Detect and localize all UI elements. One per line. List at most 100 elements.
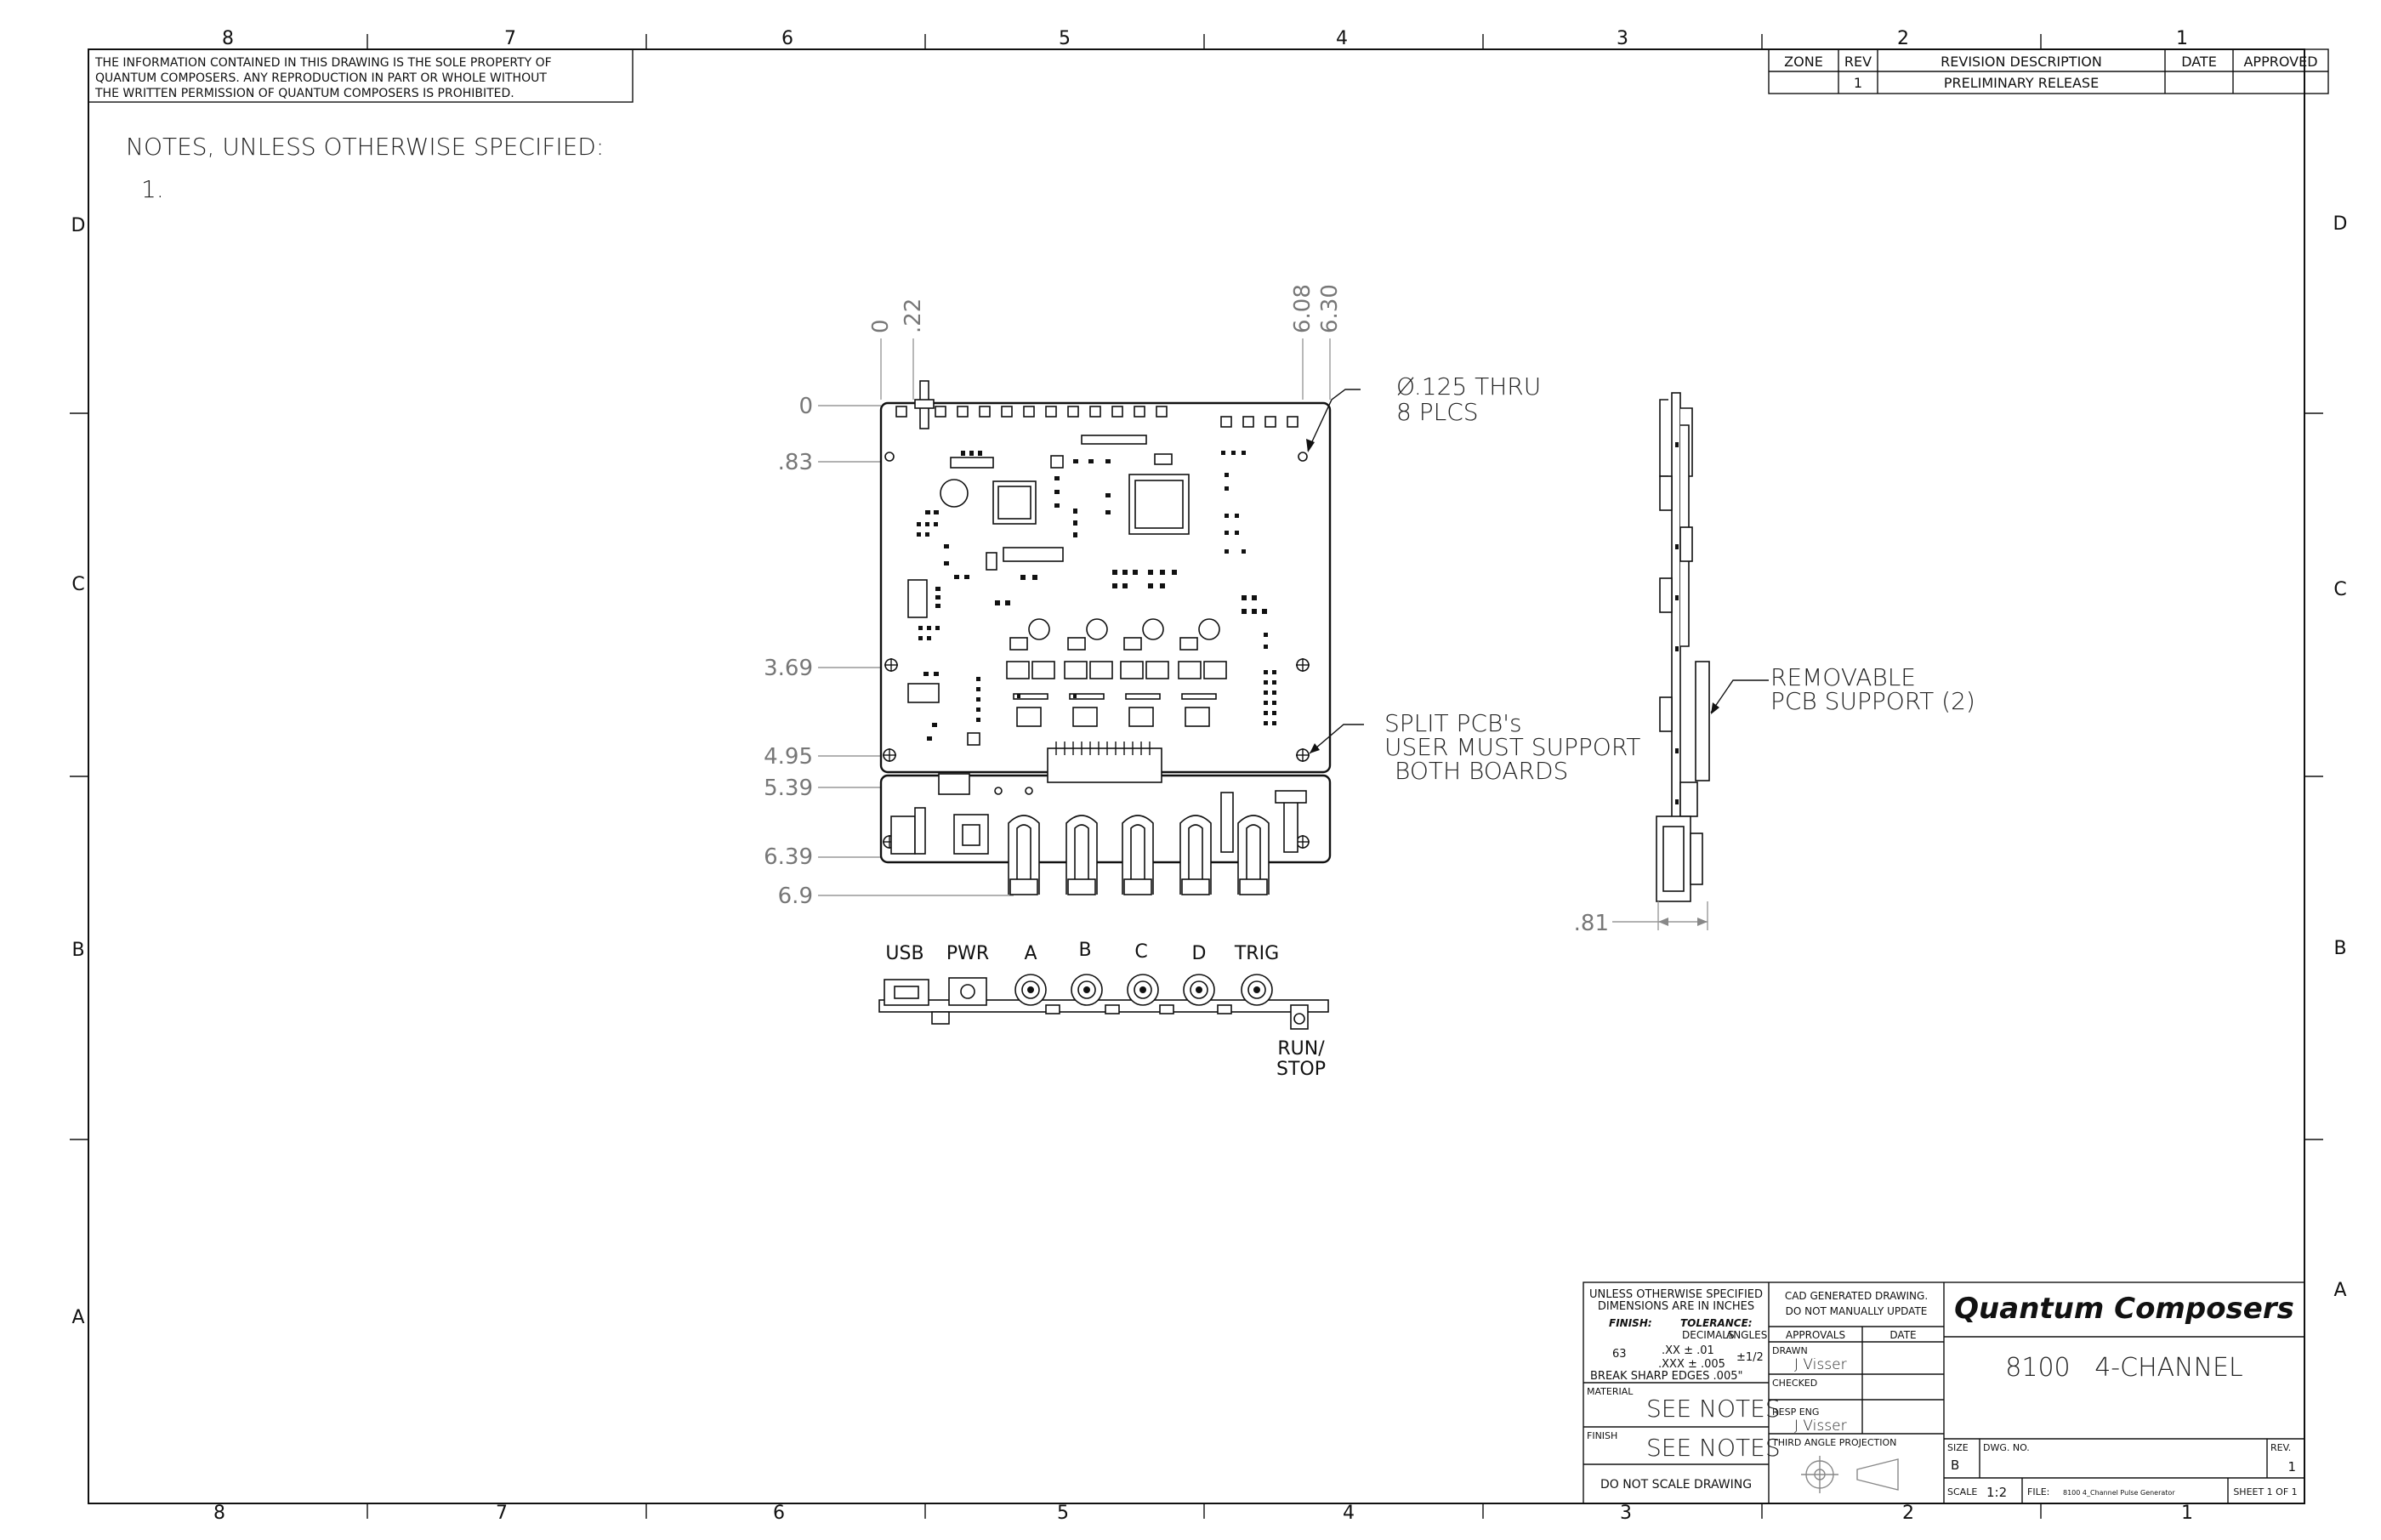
label-trig: TRIG [1234, 943, 1279, 964]
horizontal-dimensions: 0 .22 6.08 6.30 [868, 284, 1343, 333]
zone-bottom-5: 5 [1057, 1503, 1069, 1524]
label-c: C [1134, 941, 1147, 963]
tb-finish2: SEE NOTES [1646, 1434, 1781, 1462]
label-d: D [1192, 943, 1207, 964]
tb-scale-label: SCALE [1947, 1486, 1977, 1497]
tb-drawn: J Visser [1794, 1356, 1847, 1373]
callout-hole-line-1: Ø.125 THRU [1396, 372, 1541, 401]
dim-v-369: 3.69 [764, 656, 813, 681]
dim-h-630: 6.30 [1317, 284, 1343, 333]
zone-labels-top: 8 7 6 5 4 3 2 1 [222, 28, 2188, 49]
zone-labels-left: D C B A [71, 215, 86, 1328]
front-bnc-circles [1014, 974, 1273, 1006]
callout-hole-line-2: 8 PLCS [1396, 398, 1479, 426]
callout-support-line-1: REMOVABLE [1770, 663, 1916, 691]
rev-row-rev: 1 [1854, 75, 1862, 91]
dim-v-539: 5.39 [764, 776, 813, 801]
integrated-circuits [907, 435, 1190, 746]
zone-labels-right: D C B A [2333, 213, 2348, 1301]
tb-resp-label: RESP ENG [1772, 1406, 1819, 1418]
leader-arrow-split [1310, 743, 1320, 753]
zone-top-4: 4 [1336, 28, 1348, 49]
rev-header-approved: APPROVED [2243, 54, 2317, 70]
removable-support [1695, 661, 1710, 781]
zone-top-8: 8 [222, 28, 234, 49]
front-board-edge [878, 999, 1329, 1013]
zone-top-1: 1 [2176, 28, 2188, 49]
dim-h-022: .22 [901, 298, 926, 333]
tb-third-angle: THIRD ANGLE PROJECTION [1771, 1437, 1896, 1448]
tb-cad-2: DO NOT MANUALLY UPDATE [1786, 1305, 1928, 1317]
edge-connectors [895, 380, 1298, 429]
leader-arrow-hole [1306, 439, 1315, 452]
zone-bottom-3: 3 [1620, 1503, 1632, 1524]
tb-tolerance-label: TOLERANCE: [1680, 1317, 1753, 1329]
zone-top-7: 7 [504, 28, 516, 49]
dim-side-width: .81 [1574, 911, 1609, 936]
tb-angles: ANGLES [1726, 1329, 1767, 1341]
tb-title: 8100 4-CHANNEL [2005, 1353, 2242, 1383]
pcb-front-view: USB PWR A B C D TRIG RUN/ STOP [878, 940, 1329, 1080]
tb-scale: 1:2 [1986, 1485, 2007, 1500]
tb-drawn-label: DRAWN [1772, 1345, 1808, 1356]
tb-company: Quantum Composers [1954, 1292, 2294, 1326]
pcb-side-view: .81 REMOVABLE PCB SUPPORT (2) [1574, 392, 1975, 936]
tb-file-label: FILE: [2027, 1486, 2049, 1497]
zone-right-A: A [2333, 1280, 2346, 1301]
zone-bottom-7: 7 [496, 1503, 508, 1524]
zone-top-3: 3 [1617, 28, 1628, 49]
zone-left-A: A [71, 1307, 84, 1328]
zone-left-B: B [71, 940, 84, 961]
dim-h-0: 0 [868, 319, 894, 333]
revision-block: ZONE REV REVISION DESCRIPTION DATE APPRO… [1768, 48, 2329, 94]
label-b: B [1078, 940, 1091, 961]
zone-ticks [70, 34, 2323, 1519]
bnc-connectors [1008, 815, 1270, 895]
label-pwr: PWR [946, 943, 989, 964]
dim-v-083: .83 [778, 450, 813, 475]
zone-top-5: 5 [1059, 28, 1071, 49]
rev-header-date: DATE [2181, 54, 2217, 70]
zone-left-C: C [71, 574, 84, 595]
third-angle-symbol [1801, 1456, 1899, 1493]
callout-split-line-2: USER MUST SUPPORT [1384, 733, 1640, 761]
callout-split-line-3: BOTH BOARDS [1395, 757, 1568, 785]
notes-item-1: 1. [141, 175, 164, 203]
title-block: UNLESS OTHERWISE SPECIFIED DIMENSIONS AR… [1583, 1281, 2305, 1504]
zone-top-2: 2 [1897, 28, 1909, 49]
label-stop: STOP [1276, 1059, 1326, 1080]
label-run: RUN/ [1277, 1038, 1325, 1060]
proprietary-line-1: THE INFORMATION CONTAINED IN THIS DRAWIN… [94, 56, 552, 70]
tb-xx: .XX ± .01 [1662, 1344, 1714, 1357]
callout-split-line-1: SPLIT PCB's [1384, 709, 1522, 737]
zone-right-B: B [2333, 938, 2346, 959]
zone-bottom-1: 1 [2181, 1503, 2193, 1524]
zone-labels-bottom: 8 7 6 5 4 3 2 1 [213, 1503, 2193, 1524]
tb-cad-1: CAD GENERATED DRAWING. [1785, 1290, 1928, 1302]
tb-do-not-scale: DO NOT SCALE DRAWING [1600, 1478, 1752, 1492]
connector-labels: USB PWR A B C D TRIG RUN/ STOP [885, 940, 1326, 1080]
tb-date: DATE [1889, 1329, 1916, 1341]
tb-sheet: SHEET 1 OF 1 [2233, 1486, 2297, 1497]
zone-right-D: D [2333, 213, 2348, 235]
zone-top-6: 6 [781, 28, 793, 49]
vertical-dimensions: 0 .83 3.69 4.95 5.39 6.39 6.9 [764, 394, 813, 909]
vertical-dim-leaders [818, 405, 1014, 896]
tb-dwg-label: DWG. NO. [1983, 1442, 2030, 1453]
pcb-top-view: 0 .83 3.69 4.95 5.39 6.39 6.9 0 .22 6.08… [764, 284, 1640, 909]
dim-v-639: 6.39 [764, 844, 813, 870]
tb-break-edges: BREAK SHARP EDGES .005" [1590, 1370, 1742, 1383]
inter-board-header [1047, 747, 1162, 783]
tb-rev: 1 [2287, 1459, 2296, 1475]
tb-finish-value: 63 [1612, 1348, 1627, 1361]
dim-v-69: 6.9 [778, 884, 813, 909]
tb-file: 8100 4_Channel Pulse Generator [2063, 1489, 2175, 1497]
pcb-main-board [879, 401, 1332, 774]
zone-left-D: D [71, 215, 86, 236]
tb-size: B [1951, 1458, 1959, 1473]
passive-components [917, 451, 1276, 741]
callout-leaders [1307, 389, 1364, 754]
rev-header-rev: REV [1844, 54, 1872, 70]
tb-angle-tol: ±1/2 [1736, 1351, 1764, 1364]
